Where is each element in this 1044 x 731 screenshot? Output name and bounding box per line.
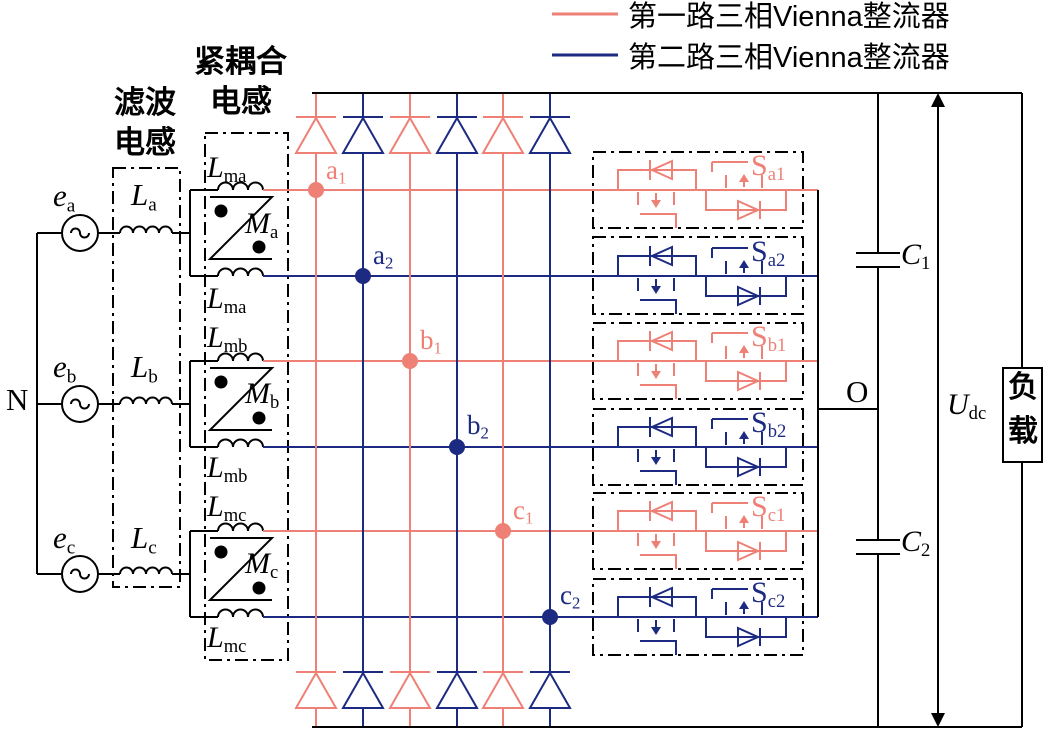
- rectifier1-leg-c: [482, 93, 524, 727]
- switch-sc1-label: Sc1: [751, 490, 786, 527]
- switch-box-sc2: [592, 578, 804, 656]
- coupled-a-mutual-label: Ma: [245, 207, 279, 244]
- coupled-b-top-label: Lmb: [207, 321, 248, 358]
- udc-label: Udc: [947, 388, 987, 425]
- filter-inductor-lb-icon: [119, 396, 173, 405]
- switch-box-sc1: [592, 492, 804, 570]
- source-ea-icon: [61, 214, 99, 252]
- filter-inductor-la-icon: [119, 225, 173, 234]
- node-b1-label: b1: [420, 325, 442, 358]
- top-diode-a1-icon: [295, 116, 337, 154]
- rectifier2-leg-b: [436, 93, 478, 727]
- source-ec-label: ec: [53, 520, 76, 559]
- legend-label-rectifier2: 第二路三相Vienna整流器: [628, 42, 950, 74]
- switch-box-sa1: [592, 151, 804, 229]
- capacitor-c2-label: C2: [901, 525, 931, 562]
- top-diode-b1-icon: [389, 116, 431, 154]
- coupled-c-top-label: Lmc: [207, 490, 247, 527]
- bottom-diode-c1-icon: [482, 671, 524, 709]
- node-c1-dot: [495, 523, 511, 539]
- top-diode-c2-icon: [529, 116, 571, 154]
- switch-box-sb1: [592, 322, 804, 400]
- source-eb-icon: [61, 385, 99, 423]
- node-b1-dot: [402, 353, 418, 369]
- udc-arrow-icon: [931, 93, 945, 727]
- top-diode-b2-icon: [436, 116, 478, 154]
- node-a2-label: a2: [373, 240, 394, 273]
- node-c2-label: c2: [560, 580, 581, 613]
- filter-inductor-lb-label: Lb: [131, 349, 158, 388]
- switch-sb1-label: Sb1: [751, 320, 787, 357]
- source-ec-icon: [61, 555, 99, 593]
- switch-sc2-label: Sc2: [751, 576, 786, 613]
- rectifier1-leg-b: [389, 93, 431, 727]
- bottom-diode-b2-icon: [436, 671, 478, 709]
- bottom-diode-c2-icon: [529, 671, 571, 709]
- capacitor-c2-icon: [856, 539, 900, 555]
- source-eb-label: eb: [53, 349, 77, 388]
- coupled-a-bottom-label: Lma: [207, 282, 247, 319]
- coupled-c-mutual-label: Mc: [245, 547, 279, 584]
- rectifier2-leg-c: [529, 93, 571, 727]
- bottom-diode-a2-icon: [342, 671, 384, 709]
- switch-sa1-label: Sa1: [751, 149, 786, 186]
- coupled-b-bottom-label: Lmb: [207, 451, 248, 488]
- node-a1-label: a1: [326, 155, 347, 188]
- neutral-label: N: [6, 382, 29, 417]
- switch-sa2-label: Sa2: [751, 235, 786, 272]
- filter-inductor-la-label: La: [131, 177, 157, 216]
- midpoint-o-label: O: [846, 374, 869, 409]
- filter-inductor-title-line2: 电感: [114, 125, 176, 160]
- rectifier2-leg-a: [342, 93, 384, 727]
- coupled-c-bottom-label: Lmc: [207, 621, 247, 658]
- coupled-inductor-title-line1: 紧耦合: [194, 44, 287, 79]
- filter-inductor-lc-label: Lc: [131, 520, 157, 559]
- top-diode-a2-icon: [342, 116, 384, 154]
- coupled-a-top-label: Lma: [207, 151, 247, 188]
- node-a1-dot: [308, 182, 324, 198]
- bottom-diode-b1-icon: [389, 671, 431, 709]
- coupled-inductor-box: [204, 132, 289, 661]
- load-label-line2: 载: [1008, 415, 1038, 448]
- node-a2-dot: [355, 268, 371, 284]
- node-c2-dot: [542, 609, 558, 625]
- rectifier1-leg-a: [295, 93, 337, 727]
- load-box: [1002, 367, 1043, 463]
- filter-inductor-lc-icon: [119, 566, 173, 575]
- switch-box-sb2: [592, 408, 804, 486]
- capacitor-c1-icon: [856, 252, 900, 268]
- capacitor-c1-label: C1: [901, 238, 931, 275]
- switch-sb2-label: Sb2: [751, 406, 787, 443]
- node-c1-label: c1: [513, 495, 534, 528]
- switch-box-sa2: [592, 236, 804, 315]
- top-diode-c1-icon: [482, 116, 524, 154]
- bottom-diode-a1-icon: [295, 671, 337, 709]
- coupled-b-mutual-label: Mb: [245, 377, 280, 414]
- filter-inductor-title-line1: 滤波: [114, 85, 176, 120]
- legend-label-rectifier1: 第一路三相Vienna整流器: [628, 1, 950, 33]
- filter-inductor-box: [112, 167, 181, 588]
- load-label-line1: 负: [1008, 371, 1038, 404]
- node-b2-dot: [449, 439, 465, 455]
- coupled-inductor-title-line2: 电感: [210, 84, 272, 119]
- node-b2-label: b2: [467, 410, 489, 443]
- source-ea-label: ea: [53, 178, 76, 217]
